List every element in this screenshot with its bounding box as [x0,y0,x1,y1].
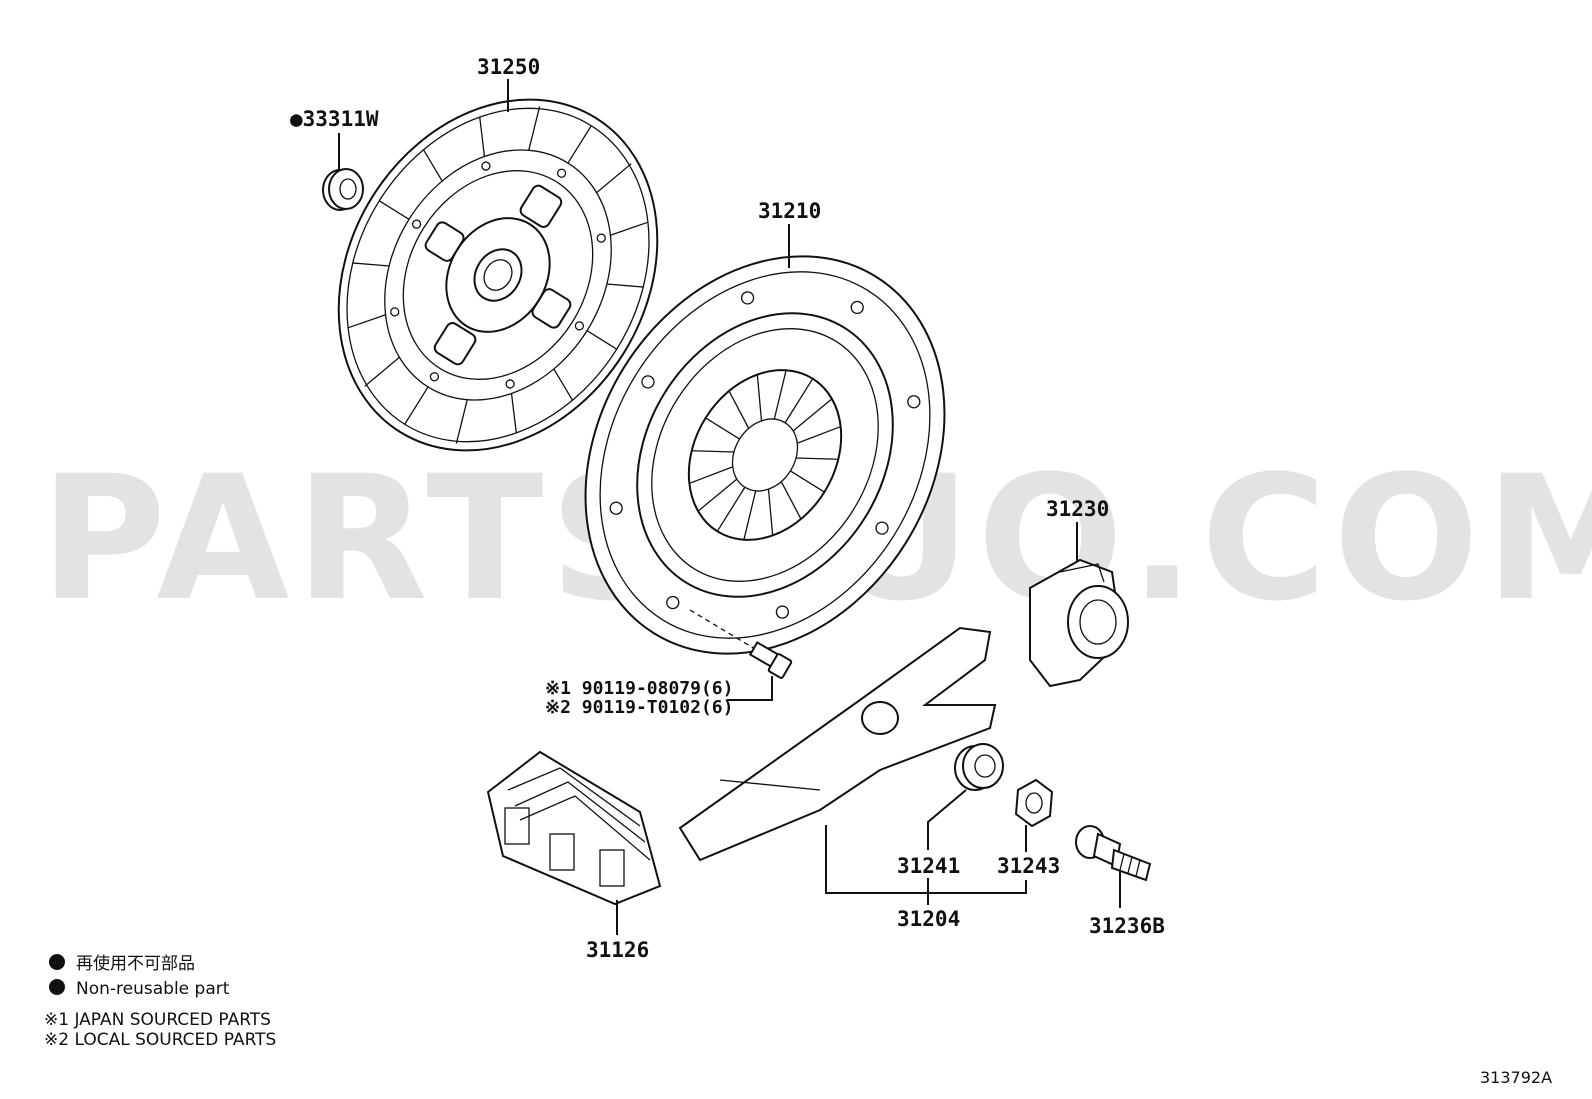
part-label-31204: 31204 [897,907,960,931]
bolt-label-local: ※2 90119-T0102(6) [545,697,733,718]
fork-seal-drawing [954,743,1004,791]
clutch-disc-drawing [337,98,659,452]
legend: 再使用不可部品 Non-reusable part ※1 JAPAN SOURC… [44,953,276,1050]
boot-drawing [486,750,662,906]
assembly-bracket-31204 [825,825,1027,894]
part-label-31243: 31243 [997,854,1060,878]
legend-en-label: Non-reusable part [76,979,230,999]
legend-jp-label: 再使用不可部品 [76,953,195,974]
part-label-31250: 31250 [477,55,540,79]
part-label-31241: 31241 [897,854,960,878]
pilot-bearing-drawing [322,168,364,211]
part-label-31126: 31126 [586,938,649,962]
legend-note-local: ※2 LOCAL SOURCED PARTS [44,1030,276,1050]
release-fork-drawing [678,626,997,862]
part-label-31236b: 31236B [1089,914,1165,938]
fork-clip-drawing [1014,778,1054,828]
clutch-cover-drawing [584,255,946,655]
pivot-drawing [1075,825,1152,882]
non-reusable-bullet-en [49,979,65,995]
legend-note-japan: ※1 JAPAN SOURCED PARTS [44,1010,271,1030]
part-label-31210: 31210 [758,199,821,223]
bolt-drawing [689,609,793,679]
release-bearing-drawing [1029,558,1129,688]
non-reusable-bullet-jp [49,954,65,970]
bolt-label-japan: ※1 90119-08079(6) [545,678,733,699]
part-label-33311w: ●33311W [290,107,379,131]
part-label-31230: 31230 [1046,497,1109,521]
diagram-reference: 313792A [1480,1068,1552,1087]
